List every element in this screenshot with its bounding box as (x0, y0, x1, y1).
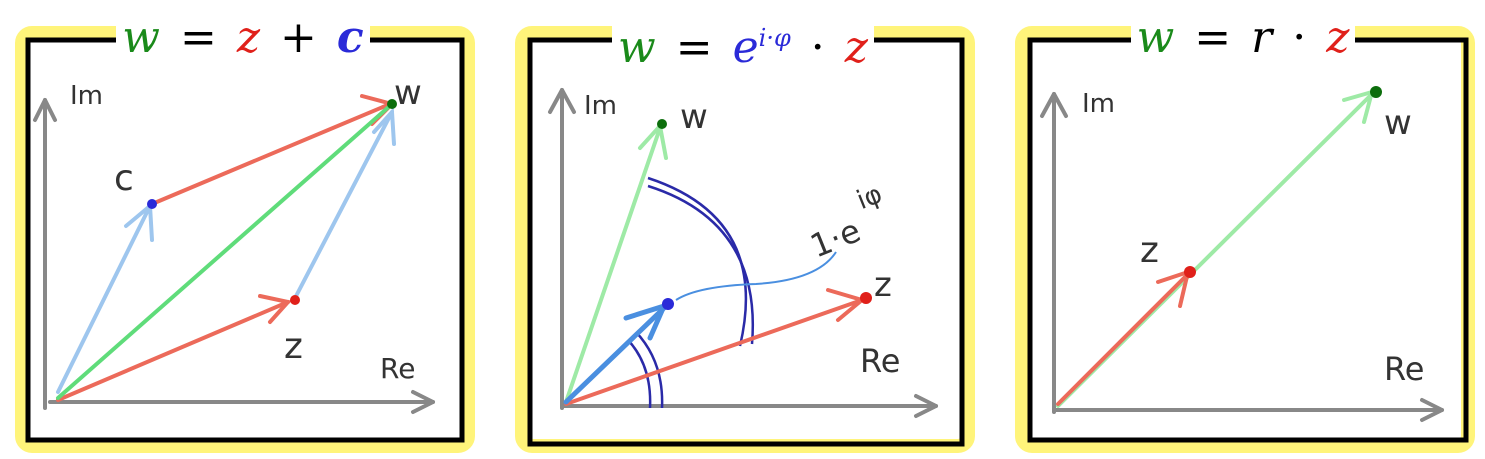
label-unit-exponent: iφ (853, 179, 887, 216)
panel-scaling-canvas: Im Re z w (1015, 26, 1475, 453)
panel-addition: Im Re c z w w = z + (8, 0, 478, 459)
vector-w-arrow (56, 102, 394, 400)
vector-w-arrow (564, 121, 668, 404)
rotation-arc-outer (647, 176, 755, 347)
point-w (387, 99, 397, 109)
point-z (860, 292, 872, 304)
axes (1040, 92, 1444, 422)
label-w: w (1384, 103, 1412, 143)
re-axis-label: Re (1384, 350, 1424, 388)
axes (33, 98, 435, 414)
point-unit (662, 298, 674, 310)
axes (548, 88, 938, 418)
label-z: z (874, 265, 892, 305)
point-z (290, 295, 300, 305)
panel-rotation-canvas: Im Re w z (515, 26, 975, 453)
panel-addition-canvas: Im Re c z w (15, 26, 475, 453)
label-unit-exponential: 1·e iφ (805, 179, 887, 265)
label-z: z (284, 326, 303, 367)
im-axis-label: Im (584, 91, 617, 121)
re-axis-label: Re (860, 342, 900, 380)
label-w: w (680, 97, 708, 137)
vector-c-arrow (56, 107, 396, 394)
label-c: c (114, 158, 134, 199)
point-w (1370, 86, 1382, 98)
label-z: z (1140, 230, 1159, 271)
point-w (657, 119, 667, 129)
label-w: w (394, 73, 422, 113)
angle-arc-phi (627, 331, 664, 409)
label-unit: 1·e (805, 211, 866, 265)
vector-z-arrow (564, 288, 867, 406)
panel-rotation: Im Re w z (508, 0, 978, 459)
re-axis-label: Re (380, 352, 415, 385)
vector-z-arrow (1056, 268, 1191, 406)
im-axis-label: Im (1082, 89, 1115, 119)
vector-z-arrow (56, 94, 396, 402)
point-c (147, 199, 157, 209)
unit-label-pointer (675, 251, 837, 301)
im-axis-label: Im (70, 81, 103, 111)
panel-scaling: Im Re z w w = r · z (1008, 0, 1478, 459)
point-z (1184, 266, 1196, 278)
